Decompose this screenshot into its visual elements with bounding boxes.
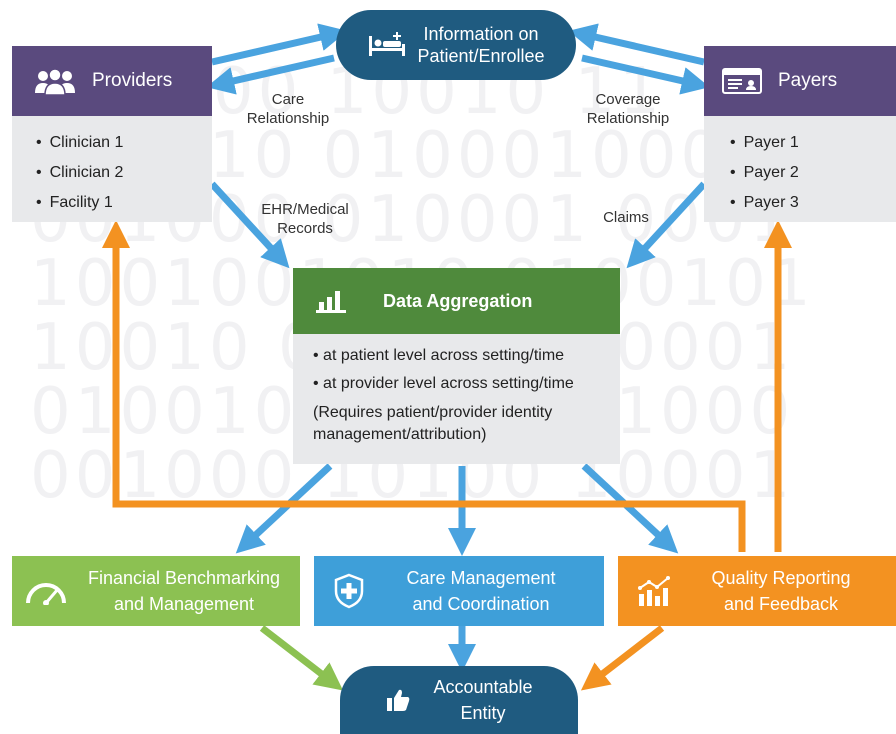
list-item: • at patient level across setting/time: [313, 347, 565, 364]
list-item: Clinician 1: [36, 128, 212, 158]
bar-chart-icon: [316, 291, 346, 313]
arrow-quality-to-accountable: [580, 625, 665, 691]
speedometer-icon: [26, 583, 66, 605]
financial-benchmarking-box: Financial Benchmarking and Management: [12, 556, 300, 626]
list-item: • at provider level across setting/time: [313, 375, 574, 392]
id-card-icon: [722, 68, 762, 94]
data-aggregation-title: Data Aggregation: [383, 290, 533, 311]
list-item: Facility 1: [36, 188, 212, 218]
payers-box: Payers Payer 1 Payer 2 Payer 3: [704, 46, 896, 222]
payers-title: Payers: [778, 70, 838, 91]
providers-header: Providers: [12, 46, 212, 116]
list-item: Clinician 2: [36, 158, 212, 188]
accountable-line1: Accountable: [433, 677, 533, 697]
list-item: Payer 2: [730, 158, 896, 188]
care-management-box: Care Management and Coordination: [314, 556, 604, 626]
arrow-claims-to-aggregation: [626, 181, 707, 269]
hospital-bed-icon: [369, 32, 406, 56]
accountable-line2: Entity: [460, 703, 506, 723]
arrow-financial-to-accountable: [259, 625, 344, 691]
quality-line1: Quality Reporting: [711, 568, 851, 588]
list-item: Payer 1: [730, 128, 896, 158]
financial-line2: and Management: [113, 594, 255, 614]
providers-list: Clinician 1 Clinician 2 Facility 1: [12, 116, 212, 222]
claims-label: Claims: [603, 209, 649, 226]
trend-chart-icon: [638, 576, 670, 606]
quality-line2: and Feedback: [723, 594, 839, 614]
ehr-records-label: EHR/Medical Records: [261, 201, 349, 237]
care-management-line2: and Coordination: [412, 594, 550, 614]
providers-box: Providers Clinician 1 Clinician 2 Facili…: [12, 46, 212, 222]
coverage-relationship-label: Coverage Relationship: [586, 91, 670, 127]
patient-info-line2: Patient/Enrollee: [417, 46, 545, 66]
financial-line1: Financial Benchmarking: [87, 568, 281, 588]
people-group-icon: [35, 68, 75, 95]
arrow-info-to-payers: [581, 54, 710, 95]
accountable-entity-node: Accountable Entity: [340, 666, 578, 734]
thumbs-up-icon: [387, 689, 410, 711]
aggregation-note: (Requires patient/provider identity mana…: [313, 404, 553, 443]
payers-header: Payers: [704, 46, 896, 116]
arrow-info-to-providers: [206, 54, 335, 95]
arrow-providers-to-info: [211, 23, 348, 66]
providers-title: Providers: [92, 70, 173, 91]
care-management-line1: Care Management: [406, 568, 556, 588]
patient-info-line1: Information on: [423, 24, 539, 44]
arrow-payers-to-info: [568, 23, 705, 66]
quality-reporting-box: Quality Reporting and Feedback: [618, 556, 896, 626]
data-aggregation-box: Data Aggregation • at patient level acro…: [293, 268, 620, 464]
arrow-ehr-to-aggregation: [209, 181, 290, 269]
payers-list: Payer 1 Payer 2 Payer 3: [704, 116, 896, 222]
patient-info-node: Information on Patient/Enrollee: [336, 10, 576, 80]
arrow-quality-feedback-to-providers: [102, 220, 746, 552]
data-aggregation-list: • at patient level across setting/time •…: [293, 334, 620, 464]
list-item: Payer 3: [730, 188, 896, 218]
care-relationship-label: Care Relationship: [246, 91, 330, 127]
data-aggregation-header: Data Aggregation: [293, 268, 620, 334]
shield-plus-icon: [334, 573, 364, 609]
